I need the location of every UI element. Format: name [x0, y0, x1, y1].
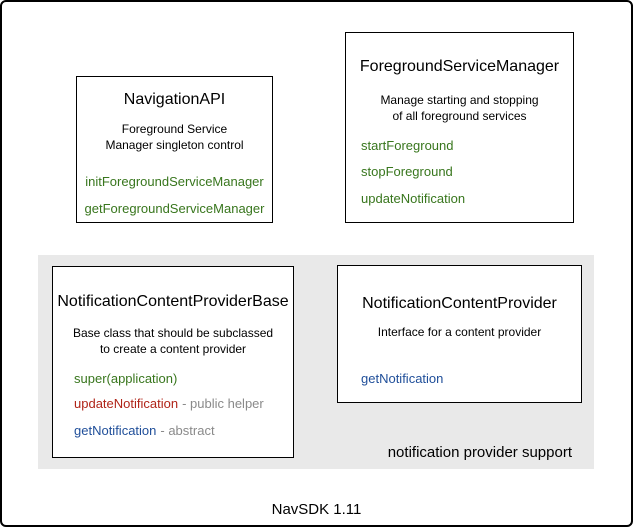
method-list: startForeground stopForeground updateNot…	[346, 139, 573, 205]
class-box-foreground-service-manager: ForegroundServiceManager Manage starting…	[345, 32, 574, 223]
class-box-navigation-api: NavigationAPI Foreground Service Manager…	[76, 76, 273, 223]
class-description: Foreground Service Manager singleton con…	[105, 122, 244, 152]
class-description: Base class that should be subclassed to …	[72, 326, 274, 356]
method-getnotification: getNotification	[361, 371, 444, 386]
class-description: Interface for a content provider	[377, 325, 542, 339]
method-row-getnotification: getNotification- abstract	[74, 424, 293, 437]
method-suffix-abstract: - abstract	[160, 423, 215, 438]
class-title-notification-content-provider-base: NotificationContentProviderBase	[57, 293, 289, 310]
method-list: super(application) updateNotification- p…	[53, 372, 293, 437]
method-updatenotification: updateNotification	[361, 191, 466, 206]
method-super-application: super(application)	[74, 371, 178, 386]
class-title-notification-content-provider: NotificationContentProvider	[362, 295, 557, 312]
class-title-navigation-api: NavigationAPI	[123, 91, 226, 108]
class-box-notification-content-provider: NotificationContentProvider Interface fo…	[337, 265, 582, 403]
class-description: Manage starting and stopping of all fore…	[380, 93, 539, 123]
method-row-super-application: super(application)	[74, 372, 293, 385]
panel-label: notification provider support	[387, 444, 572, 461]
class-box-notification-content-provider-base: NotificationContentProviderBase Base cla…	[52, 266, 294, 458]
method-startforeground: startForeground	[361, 138, 454, 153]
method-getnotification: getNotification	[74, 423, 157, 438]
method-initforegroundservicemanager: initForegroundServiceManager	[85, 174, 264, 189]
method-stopforeground: stopForeground	[361, 164, 453, 179]
class-title-foreground-service-manager: ForegroundServiceManager	[359, 58, 560, 75]
method-suffix-public-helper: - public helper	[182, 396, 264, 411]
method-updatenotification: updateNotification	[74, 396, 179, 411]
method-list: initForegroundServiceManager getForegrou…	[77, 175, 272, 215]
method-getforegroundservicemanager: getForegroundServiceManager	[84, 201, 265, 216]
method-list: getNotification	[338, 372, 581, 385]
method-row-updatenotification: updateNotification- public helper	[74, 397, 293, 410]
sdk-version-label: NavSDK 1.11	[271, 501, 362, 518]
